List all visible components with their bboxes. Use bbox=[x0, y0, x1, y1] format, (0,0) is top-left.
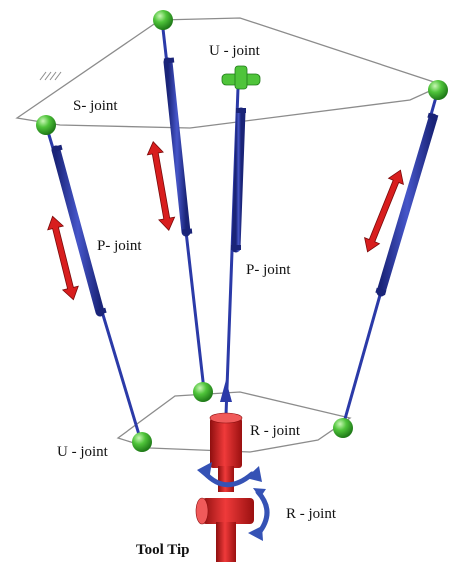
rotation-arrowhead-1 bbox=[197, 462, 212, 480]
label-s-joint: S- joint bbox=[73, 98, 118, 114]
ball-joint-bottom-center bbox=[193, 382, 213, 402]
rotation-arrowhead-4 bbox=[248, 526, 263, 541]
leg-cylinder-3 bbox=[231, 107, 246, 253]
p-joint-arrow-center bbox=[146, 140, 176, 232]
p-joint-arrow-right bbox=[364, 169, 404, 253]
tool-upper-housing bbox=[210, 418, 242, 468]
ball-joint-bottom-left bbox=[132, 432, 152, 452]
central-rod-tip bbox=[220, 380, 232, 402]
rotation-arrowhead-2 bbox=[246, 466, 262, 482]
hatch-marks bbox=[39, 71, 62, 81]
translation-arrows bbox=[47, 140, 404, 301]
tool-assembly bbox=[195, 412, 254, 562]
tool-cross-cylinder bbox=[202, 498, 254, 524]
ball-joint-top-left bbox=[153, 10, 173, 30]
label-u-joint-top: U - joint bbox=[209, 43, 261, 59]
leg-cylinder-2 bbox=[163, 57, 191, 237]
ball-joint-bottom-right bbox=[333, 418, 353, 438]
ball-joint-s bbox=[36, 115, 56, 135]
u-joint-cross bbox=[221, 65, 261, 90]
label-tool-tip: Tool Tip bbox=[136, 542, 190, 558]
leg-cylinder-caps bbox=[51, 57, 439, 316]
top-platform bbox=[15, 17, 445, 129]
label-r-joint-upper: R - joint bbox=[250, 423, 301, 439]
leg-cylinder-4 bbox=[376, 113, 438, 297]
leg-cylinder-1 bbox=[51, 145, 105, 317]
rotation-arrowhead-3 bbox=[253, 488, 266, 498]
leg-cylinders bbox=[51, 57, 438, 317]
label-r-joint-lower: R - joint bbox=[286, 506, 337, 522]
label-u-joint-bottom: U - joint bbox=[57, 444, 109, 460]
tool-tip-shaft bbox=[216, 522, 236, 562]
p-joint-arrow-left bbox=[47, 215, 79, 301]
ball-joints bbox=[36, 10, 448, 452]
label-p-joint-center: P- joint bbox=[246, 262, 291, 278]
ball-joint-top-right bbox=[428, 80, 448, 100]
label-p-joint-left: P- joint bbox=[97, 238, 142, 254]
